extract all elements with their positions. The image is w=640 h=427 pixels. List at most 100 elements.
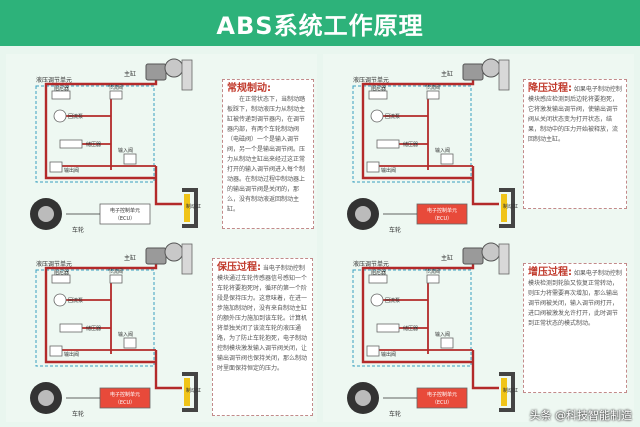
stage-title: 常规制动:	[227, 83, 271, 94]
accumulator-icon	[376, 323, 400, 333]
label-ecu-line2: （ECU）	[432, 400, 452, 406]
brake-line	[361, 80, 475, 180]
label-return-pump: 回流泵	[68, 113, 83, 120]
explanation-box: 保压过程: 当电子制动控制模块通过车轮传感器信号感知一个车轮将要抱死时，循环的第…	[212, 258, 313, 416]
explanation-text: 增压过程: 如果电子制动控制模块检测到轮胎又恢复正常转动，则压力将需要再次增加，…	[528, 267, 622, 329]
explanation-box: 增压过程: 如果电子制动控制模块检测到轮胎又恢复正常转动，则压力将需要再次增加，…	[523, 263, 627, 393]
brake-line	[361, 264, 475, 364]
label-damper: 阻尼器	[54, 269, 69, 276]
brake-booster-icon	[481, 242, 501, 262]
brake-disc-icon	[184, 194, 190, 222]
accumulator-icon	[376, 139, 400, 149]
label-wheel: 车轮	[72, 226, 84, 234]
master-cylinder-icon	[145, 63, 167, 81]
label-ecu-line1: 电子控制单元	[427, 207, 457, 214]
brake-line-to-wheel	[471, 166, 499, 206]
label-outlet-valve: 输出阀	[64, 167, 79, 174]
label-damper: 阻尼器	[371, 269, 386, 276]
return-pump-icon	[370, 109, 384, 123]
label-wheel: 车轮	[389, 226, 401, 234]
label-wheel: 车轮	[389, 410, 401, 418]
explanation-box: 常规制动: 在正常状态下，当制动踏板踩下，制动液压力从制动主缸被传递到调节器内，在…	[222, 79, 314, 229]
stage-description: 当电子制动控制模块通过车轮传感器信号感知一个车轮将要抱死时，循环的第一个阶段是保…	[217, 265, 308, 372]
label-ecu-line1: 电子控制单元	[427, 391, 457, 398]
accumulator-icon	[59, 139, 83, 149]
damper-icon	[51, 274, 71, 284]
throttle-valve-icon	[426, 90, 440, 100]
label-hydraulic-unit: 液压调节单元	[353, 260, 389, 268]
stage-description: 在正常状态下，当制动踏板踩下，制动液压力从制动主缸被传递到调节器内，在调节器内部…	[227, 96, 306, 213]
label-ecu-line2: （ECU）	[115, 216, 135, 222]
inlet-valve-icon	[440, 337, 454, 349]
damper-icon	[368, 90, 388, 100]
brake-disc-icon	[184, 378, 190, 406]
label-outlet-valve: 输出阀	[381, 167, 396, 174]
explanation-box: 降压过程: 如果电子制动控制模块感应检测到后边轮将要抱死，它将激发输出调节阀，使…	[523, 79, 627, 209]
label-hydraulic-unit: 液压调节单元	[36, 76, 72, 84]
abs-schematic: 主缸 液压调节单元 阻尼器 节流阀 回流泵 储压器 输入阀 输出阀 电子控制单元…	[347, 58, 518, 234]
label-inlet-valve: 输入阀	[435, 147, 450, 154]
hydraulic-unit-outline	[352, 269, 472, 367]
panel-normal-braking: 主缸 液压调节单元 阻尼器 节流阀 回流泵 储压器 输入阀 输出阀 电子控制单元…	[6, 54, 317, 238]
brake-line-to-wheel	[154, 166, 182, 206]
stage-title: 增压过程:	[528, 267, 572, 278]
outlet-valve-icon	[49, 161, 63, 173]
wheel-hub-icon	[355, 390, 371, 406]
label-hydraulic-unit: 液压调节单元	[36, 260, 72, 268]
brake-pedal-icon	[181, 59, 193, 91]
outlet-valve-icon	[366, 161, 380, 173]
internal-brake-line	[373, 94, 473, 170]
master-cylinder-icon	[145, 247, 167, 265]
internal-brake-line	[56, 278, 156, 354]
brake-pedal-icon	[181, 243, 193, 275]
brake-line-to-wheel	[154, 350, 182, 390]
label-accumulator: 储压器	[86, 325, 101, 332]
outlet-valve-icon	[49, 345, 63, 357]
label-accumulator: 储压器	[403, 141, 418, 148]
abs-schematic: 主缸 液压调节单元 阻尼器 节流阀 回流泵 储压器 输入阀 输出阀 电子控制单元…	[347, 242, 518, 418]
panel-pressure-hold: 主缸 液压调节单元 阻尼器 节流阀 回流泵 储压器 输入阀 输出阀 电子控制单元…	[6, 238, 317, 422]
brake-pedal-icon	[498, 243, 510, 275]
label-return-pump: 回流泵	[385, 297, 400, 304]
label-master-cylinder: 主缸	[441, 254, 453, 262]
brake-caliper-icon	[499, 372, 515, 412]
throttle-valve-icon	[109, 274, 123, 284]
brake-line	[44, 80, 158, 180]
master-cylinder-icon	[462, 63, 484, 81]
abs-schematic: 主缸 液压调节单元 阻尼器 节流阀 回流泵 储压器 输入阀 输出阀 电子控制单元…	[30, 242, 201, 418]
damper-icon	[51, 90, 71, 100]
panel-pressure-increase: 主缸 液压调节单元 阻尼器 节流阀 回流泵 储压器 输入阀 输出阀 电子控制单元…	[323, 238, 634, 422]
label-damper: 阻尼器	[54, 85, 69, 92]
label-return-pump: 回流泵	[385, 113, 400, 120]
throttle-valve-icon	[109, 90, 123, 100]
brake-booster-icon	[164, 242, 184, 262]
label-throttle-valve: 节流阀	[108, 268, 123, 275]
brake-disc-icon	[501, 194, 507, 222]
brake-line-to-wheel	[471, 350, 499, 390]
label-brake-cylinder: 制动缸	[503, 387, 518, 394]
label-brake-cylinder: 制动缸	[503, 203, 518, 210]
explanation-text: 保压过程: 当电子制动控制模块通过车轮传感器信号感知一个车轮将要抱死时，循环的第…	[217, 262, 308, 374]
footer-watermark: 头条 @科技智能制造	[529, 409, 633, 422]
abs-schematic: 主缸 液压调节单元 阻尼器 节流阀 回流泵 储压器 输入阀 输出阀 电子控制单元…	[30, 58, 201, 234]
master-cylinder-icon	[462, 247, 484, 265]
hydraulic-unit-outline	[352, 85, 472, 183]
label-outlet-valve: 输出阀	[64, 351, 79, 358]
brake-caliper-icon	[182, 188, 198, 228]
brake-pedal-icon	[498, 59, 510, 91]
label-inlet-valve: 输入阀	[118, 331, 133, 338]
label-ecu-line2: （ECU）	[432, 216, 452, 222]
throttle-valve-icon	[426, 274, 440, 284]
brake-booster-icon	[481, 58, 501, 78]
label-ecu-line1: 电子控制单元	[110, 391, 140, 398]
explanation-text: 降压过程: 如果电子制动控制模块感应检测到后边轮将要抱死，它将激发输出调节阀，使…	[528, 83, 622, 145]
brake-booster-icon	[164, 58, 184, 78]
stage-title: 降压过程:	[528, 83, 572, 94]
wheel-hub-icon	[38, 390, 54, 406]
inlet-valve-icon	[123, 153, 137, 165]
brake-caliper-icon	[499, 188, 515, 228]
brake-caliper-icon	[182, 372, 198, 412]
hydraulic-unit-outline	[35, 269, 155, 367]
return-pump-icon	[53, 293, 67, 307]
panel-pressure-decrease: 主缸 液压调节单元 阻尼器 节流阀 回流泵 储压器 输入阀 输出阀 电子控制单元…	[323, 54, 634, 238]
